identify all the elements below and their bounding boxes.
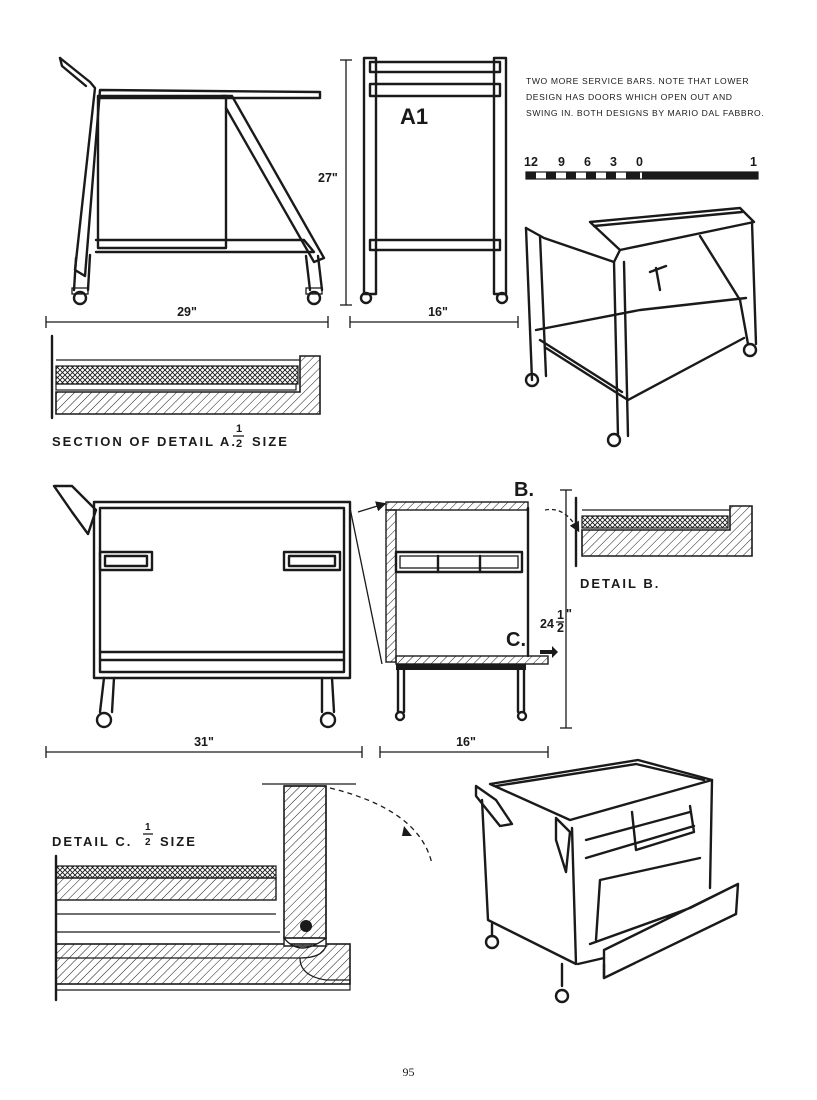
caption: TWO MORE SERVICE BARS. NOTE THAT LOWER D… <box>526 76 764 118</box>
section-a-label: SECTION OF DETAIL A. <box>52 434 237 449</box>
detail-c-fraction-num: 1 <box>145 822 151 833</box>
detail-b-marker: B. <box>514 479 534 501</box>
lower-side-width-label: 16" <box>456 735 476 749</box>
door-swing-arrow-left <box>357 501 387 513</box>
lower-height-fraction-den: 2 <box>557 621 564 635</box>
upper-cart-front-view: A1 <box>359 56 509 305</box>
detail-c-marker: C. <box>506 629 526 651</box>
scale-tick-6: 6 <box>584 155 591 169</box>
lower-cart-side-section: B. C. <box>385 479 558 722</box>
detail-c-label: DETAIL C. <box>52 834 132 849</box>
lower-width-dimension: 31" <box>45 735 363 758</box>
lower-width-label: 31" <box>194 735 214 749</box>
detail-b-callout-arrow <box>544 508 580 533</box>
detail-c-size: SIZE <box>160 834 197 849</box>
page-number: 95 <box>402 1065 415 1079</box>
detail-c-fraction-den: 2 <box>145 837 151 848</box>
caption-line-3: SWING IN. BOTH DESIGNS BY MARIO DAL FABB… <box>526 108 764 118</box>
scale-tick-0: 0 <box>636 155 643 169</box>
lower-height-dimension: 24 1 2 " <box>540 489 572 729</box>
lower-height-inch: " <box>566 607 572 621</box>
door-swing-line <box>349 507 383 665</box>
caption-line-2: DESIGN HAS DOORS WHICH OPEN OUT AND <box>526 92 733 102</box>
scale-tick-3: 3 <box>610 155 617 169</box>
scale-bar: 12 9 6 3 0 1 <box>524 155 759 180</box>
section-detail-a: SECTION OF DETAIL A. 1 2 SIZE <box>50 334 321 450</box>
scale-tick-9: 9 <box>558 155 565 169</box>
detail-c: DETAIL C. 1 2 SIZE <box>52 783 433 1002</box>
caption-line-1: TWO MORE SERVICE BARS. NOTE THAT LOWER <box>526 76 749 86</box>
section-a-size: SIZE <box>252 434 289 449</box>
lower-cart-perspective <box>474 758 740 1004</box>
section-a-fraction-num: 1 <box>236 423 242 435</box>
scale-tick-1: 1 <box>750 155 757 169</box>
detail-a-marker: A1 <box>400 104 428 129</box>
upper-height-label: 27" <box>318 171 338 185</box>
upper-cart-side-view <box>58 56 326 306</box>
lower-height-whole: 24 <box>540 617 554 631</box>
lower-height-fraction-num: 1 <box>557 608 564 622</box>
upper-height-dimension: 27" <box>318 59 352 306</box>
detail-b-label: DETAIL B. <box>580 576 660 591</box>
upper-front-width-dimension: 16" <box>349 305 519 328</box>
upper-front-width-label: 16" <box>428 305 448 319</box>
upper-side-width-label: 29" <box>177 305 197 319</box>
lower-side-width-dimension: 16" <box>379 735 549 758</box>
upper-side-width-dimension: 29" <box>45 305 329 328</box>
detail-b: DETAIL B. <box>574 496 753 591</box>
upper-cart-perspective <box>524 206 758 448</box>
section-a-fraction-den: 2 <box>236 438 242 450</box>
lower-cart-front-view <box>52 484 352 729</box>
scale-tick-12: 12 <box>524 155 538 169</box>
